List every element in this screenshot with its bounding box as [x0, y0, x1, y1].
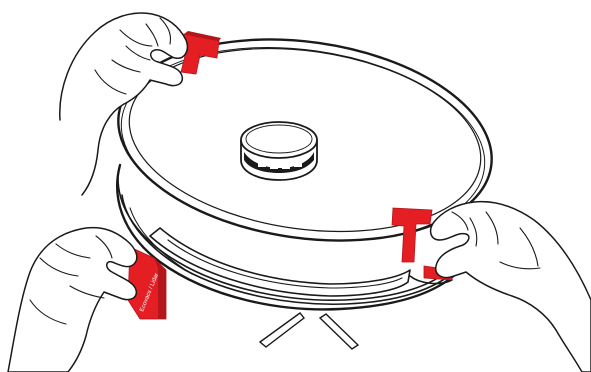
hand-bottom-left: [8, 228, 137, 372]
lidar-turret: [241, 122, 317, 180]
side-brushes: [260, 313, 358, 349]
side-brush-left: [260, 313, 304, 347]
side-brush-right: [320, 314, 358, 349]
hand-right: [431, 202, 591, 372]
